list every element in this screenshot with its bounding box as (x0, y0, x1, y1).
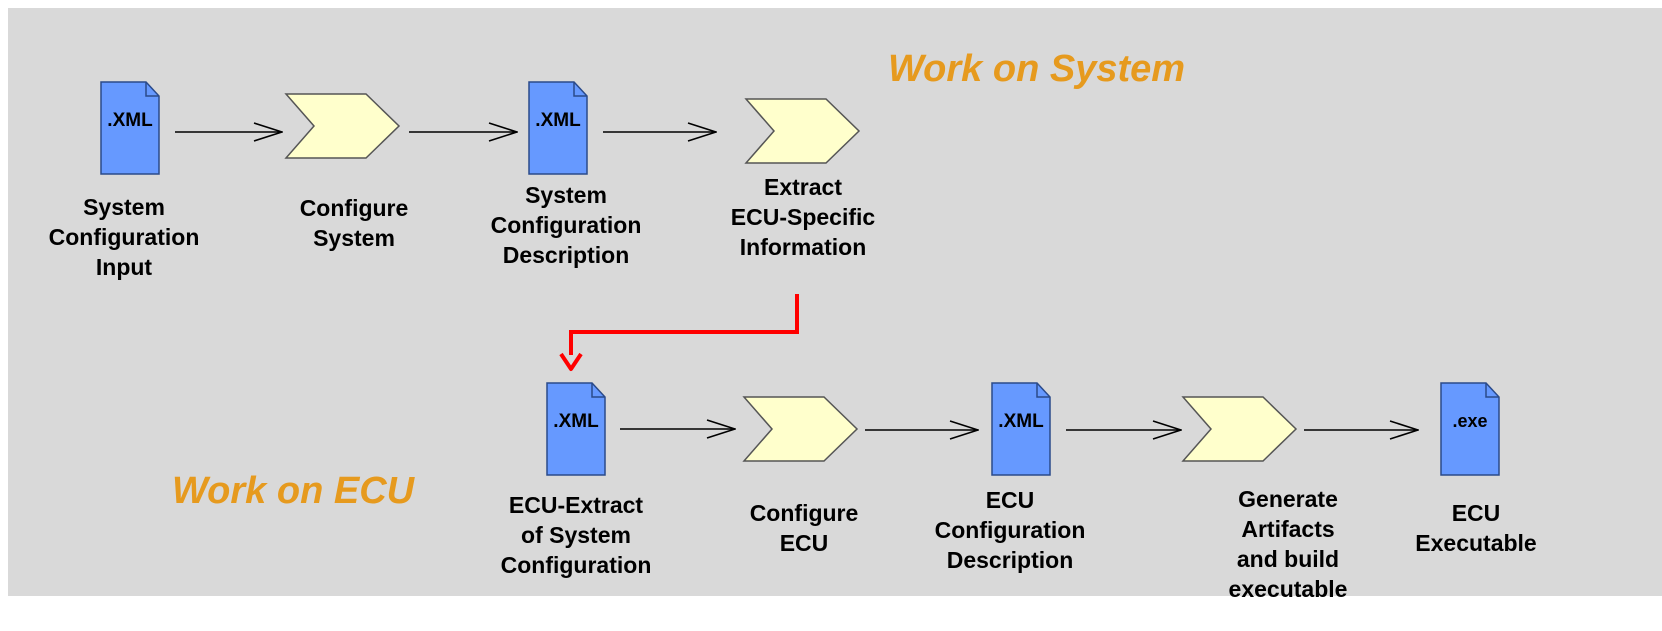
doc-extension-label: .XML (553, 411, 599, 432)
doc-extension-label: .XML (998, 411, 1044, 432)
configure-system-process-icon (284, 93, 401, 159)
doc-extension-label: .XML (107, 110, 153, 131)
label-line: executable (1228, 576, 1348, 602)
configure-system-label: Configure System (300, 193, 409, 253)
label-line: Generate (1238, 486, 1338, 512)
label-line: Extract (764, 174, 842, 200)
label-line: Executable (1415, 530, 1537, 556)
label-line: ECU-Specific (730, 204, 876, 230)
label-line: Configure (299, 195, 409, 221)
label-line: and build (1236, 546, 1340, 572)
label-line: Configuration (934, 517, 1086, 543)
ecu-configuration-description-doc-icon: .XML (991, 382, 1051, 476)
system-configuration-input-doc-icon: .XML (100, 81, 160, 175)
configure-ecu-label: Configure ECU (750, 498, 859, 558)
label-line: System (313, 225, 395, 251)
extract-ecu-info-process-icon (744, 98, 861, 164)
ecu-extract-label: ECU-Extract of System Configuration (501, 490, 652, 580)
system-to-ecu-link-arrow (569, 294, 799, 355)
label-line: Information (739, 234, 867, 260)
ecu-configuration-description-label: ECU Configuration Description (935, 485, 1086, 575)
work-on-ecu-heading: Work on ECU (172, 470, 415, 512)
label-line: System (83, 194, 165, 220)
generate-artifacts-label: Generate Artifacts and build executable (1229, 484, 1348, 604)
extract-ecu-info-label: Extract ECU-Specific Information (731, 172, 875, 262)
ecu-extract-doc-icon: .XML (546, 382, 606, 476)
system-configuration-description-label: System Configuration Description (491, 180, 642, 270)
label-line: Description (502, 242, 630, 268)
configure-ecu-process-icon (742, 396, 859, 462)
label-line: Description (946, 547, 1074, 573)
system-configuration-description-doc-icon: .XML (528, 81, 588, 175)
label-line: Artifacts (1241, 516, 1335, 542)
work-on-system-heading: Work on System (888, 48, 1186, 90)
diagram-background (8, 8, 1662, 596)
ecu-executable-doc-icon: .exe (1440, 382, 1500, 476)
ecu-executable-label: ECU Executable (1415, 498, 1536, 558)
label-line: ECU (779, 530, 829, 556)
label-line: Configuration (48, 224, 200, 250)
label-line: ECU-Extract (508, 492, 644, 518)
label-line: Configuration (500, 552, 652, 578)
label-line: System (525, 182, 607, 208)
label-line: ECU (1451, 500, 1501, 526)
label-line: Configure (749, 500, 859, 526)
doc-extension-label: .exe (1452, 411, 1487, 431)
system-to-ecu-link-arrowhead (559, 352, 583, 371)
generate-artifacts-process-icon (1181, 396, 1298, 462)
label-line: Configuration (490, 212, 642, 238)
doc-extension-label: .XML (535, 110, 581, 131)
system-configuration-input-label: System Configuration Input (49, 192, 200, 282)
label-line: of System (521, 522, 631, 548)
label-line: ECU (985, 487, 1035, 513)
label-line: Input (95, 254, 153, 280)
